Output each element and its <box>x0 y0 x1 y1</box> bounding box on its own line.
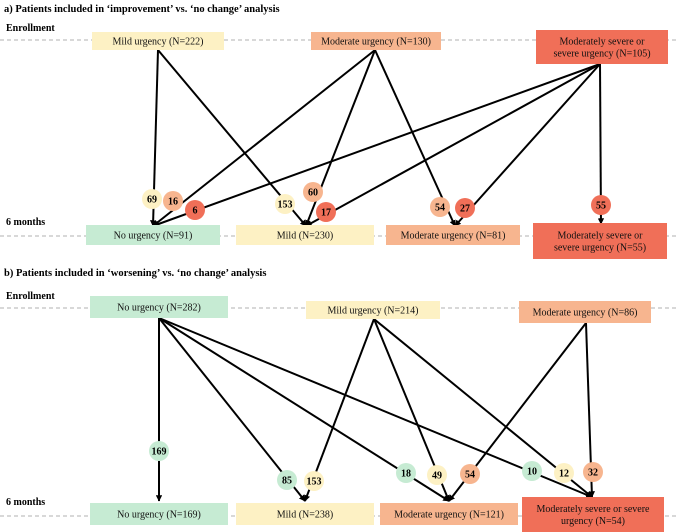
b-fu-sev-box <box>522 497 664 532</box>
flow-arrow-b-en-none-to-b-fu-mild <box>158 317 306 502</box>
flow-arrow-b-en-mild-to-b-fu-sev <box>373 318 593 498</box>
flow-count-circle <box>460 464 480 484</box>
flow-count-label: 18 <box>401 469 411 480</box>
a-fu-mild-box-label: Mild (N=230) <box>277 231 333 242</box>
a-en-mod-box-label: Moderate urgency (N=130) <box>321 37 431 48</box>
panel-a-followup-label: 6 months <box>6 217 45 228</box>
flow-count-label: 54 <box>465 470 475 481</box>
flow-count-label: 12 <box>559 469 569 480</box>
panel-a-title: a) Patients included in ‘improvement’ vs… <box>4 4 280 15</box>
flow-count-circle <box>142 189 162 209</box>
flow-arrow-a-en-mod-to-a-fu-none <box>152 49 376 227</box>
flow-arrow-a-en-sev-to-a-fu-none <box>152 63 601 228</box>
a-fu-mod-box <box>386 225 520 245</box>
panel-b-followup-label: 6 months <box>6 497 45 508</box>
flow-count-circle <box>149 441 169 461</box>
panel-b-title: b) Patients included in ‘worsening’ vs. … <box>4 268 266 279</box>
b-en-none-box <box>90 296 228 318</box>
flow-count-label: 54 <box>435 203 445 214</box>
flow-count-label: 49 <box>432 471 442 482</box>
flow-arrow-a-en-sev-to-a-fu-mod <box>454 63 601 227</box>
b-en-mild-box-label: Mild urgency (N=214) <box>328 306 419 317</box>
flow-count-circle <box>455 198 475 218</box>
panel-b-enrollment-label: Enrollment <box>6 291 55 302</box>
a-fu-none-box-label: No urgency (N=91) <box>114 231 193 242</box>
flow-count-label: 60 <box>308 188 318 199</box>
a-en-sev-box <box>536 30 668 64</box>
b-en-mod-box <box>519 301 651 323</box>
b-fu-sev-box-label: urgency (N=54) <box>561 516 625 527</box>
a-en-mild-box-label: Mild urgency (N=222) <box>113 37 204 48</box>
flow-count-circle <box>163 191 183 211</box>
flow-count-circle <box>316 202 336 222</box>
flow-count-circle <box>275 194 295 214</box>
a-en-sev-box-label: severe urgency (N=105) <box>553 49 650 60</box>
flow-count-circle <box>303 182 323 202</box>
flow-count-circle <box>554 463 574 483</box>
flow-count-label: 55 <box>596 201 606 212</box>
flow-count-circle <box>430 197 450 217</box>
b-fu-mod-box-label: Moderate urgency (N=121) <box>394 510 504 521</box>
flow-arrow-a-en-mod-to-a-fu-mod <box>374 49 456 227</box>
flow-count-label: 16 <box>168 197 178 208</box>
flow-count-label: 32 <box>588 468 598 479</box>
b-fu-none-box <box>90 503 228 525</box>
a-en-mild-box <box>92 32 224 50</box>
flow-arrow-b-en-none-to-b-fu-sev <box>158 317 593 498</box>
b-fu-mod-box <box>380 503 518 525</box>
flow-count-circle <box>583 462 603 482</box>
b-fu-mild-box <box>236 503 374 525</box>
flow-count-label: 10 <box>527 467 537 478</box>
b-fu-mild-box-label: Mild (N=238) <box>277 510 333 521</box>
flow-arrow-a-en-sev-to-a-fu-mild <box>305 63 601 227</box>
b-fu-sev-box-label: Moderately severe or severe <box>537 504 651 515</box>
flow-count-circle <box>185 200 205 220</box>
flow-arrow-b-en-mild-to-b-fu-mild <box>304 318 375 502</box>
flow-count-label: 27 <box>460 204 470 215</box>
b-en-mod-box-label: Moderate urgency (N=86) <box>533 308 638 319</box>
a-fu-sev-box <box>533 223 667 259</box>
flow-count-label: 17 <box>321 208 331 219</box>
a-en-sev-box-label: Moderately severe or <box>560 37 646 48</box>
flow-count-label: 85 <box>282 476 292 487</box>
b-fu-none-box-label: No urgency (N=169) <box>117 510 201 521</box>
a-fu-mod-box-label: Moderate urgency (N=81) <box>401 231 506 242</box>
flow-count-label: 169 <box>152 447 167 458</box>
flow-count-circle <box>522 461 542 481</box>
b-en-none-box-label: No urgency (N=282) <box>117 303 201 314</box>
a-en-mod-box <box>311 32 441 50</box>
flow-count-label: 6 <box>193 206 198 217</box>
a-fu-mild-box <box>236 225 374 245</box>
panel-a-enrollment-label: Enrollment <box>6 23 55 34</box>
flow-count-circle <box>591 195 611 215</box>
flow-count-label: 153 <box>307 477 322 488</box>
flow-count-circle <box>304 471 324 491</box>
a-fu-sev-box-label: severe urgency (N=55) <box>554 243 646 254</box>
a-fu-sev-box-label: Moderately severe or <box>558 231 644 242</box>
flow-count-circle <box>396 463 416 483</box>
a-fu-none-box <box>86 225 220 245</box>
flow-count-circle <box>427 465 447 485</box>
flow-count-label: 153 <box>278 200 293 211</box>
flow-count-label: 69 <box>147 195 157 206</box>
flow-count-circle <box>277 470 297 490</box>
b-en-mild-box <box>306 301 440 319</box>
